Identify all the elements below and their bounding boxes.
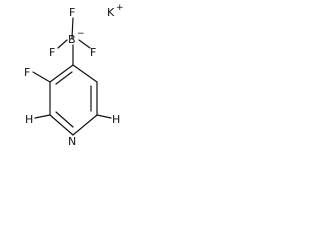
structure-canvas: F F F B − F N H H K + (0, 0, 140, 168)
bond-c2-h (34, 114, 51, 119)
hydrogen-left-label: H (25, 113, 33, 126)
ring-bond-n-c6 (72, 114, 98, 136)
fluorine-left-label: F (49, 46, 55, 59)
potassium-label: K (107, 6, 115, 19)
ring-bond-c5-c4 (72, 64, 98, 83)
bonds (32, 17, 112, 136)
bond-c6-h (96, 114, 112, 119)
bond-c3-f (32, 71, 51, 83)
atom-labels: F F F B − F N H H K + (24, 3, 124, 148)
bond-b-f-top (71, 17, 74, 39)
fluorine-top-label: F (69, 6, 75, 19)
bond-b-f-right (78, 39, 91, 49)
ring-bond-c4-c3 (49, 64, 74, 83)
boron-label: B (68, 33, 76, 46)
fluorine-right-label: F (90, 46, 96, 59)
bond-b-f-left (57, 39, 68, 49)
fluorine-ring-label: F (24, 66, 30, 79)
chemical-structure-diagram: F F F B − F N H H K + (24, 3, 124, 148)
nitrogen-label: N (68, 135, 76, 148)
hydrogen-right-label: H (112, 113, 120, 126)
ring-double-bond-c2-n-inner (55, 111, 74, 128)
potassium-charge-label: + (116, 3, 124, 13)
ring-double-bond-c4-c3-inner (55, 71, 73, 85)
ring-bond-c2-n (49, 114, 74, 136)
boron-charge-label: − (77, 29, 85, 39)
